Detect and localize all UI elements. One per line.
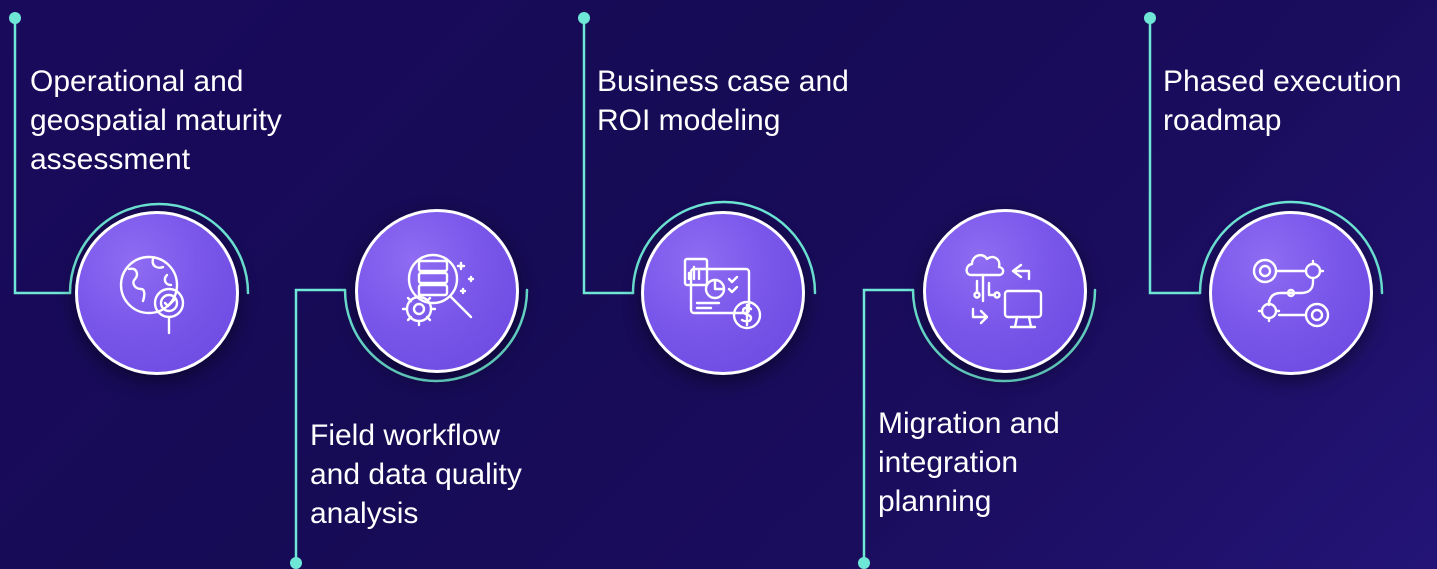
step-3-node — [641, 211, 805, 375]
arc-step-5 — [1198, 200, 1384, 295]
step-2-label: Field workflow and data quality analysis — [310, 419, 522, 530]
arc-step-1 — [68, 202, 250, 295]
step-1-node — [75, 211, 239, 375]
dot-step-3 — [578, 12, 590, 24]
dot-step-4 — [858, 557, 870, 569]
arc-step-4 — [911, 288, 1097, 383]
globe-search-icon — [119, 255, 185, 335]
dot-step-2 — [290, 557, 302, 569]
connector-step-1 — [13, 16, 72, 295]
cloud-migration-icon — [965, 253, 1043, 329]
step-3-label: Business case and ROI modeling — [597, 65, 849, 137]
arc-step-3 — [631, 200, 817, 295]
data-analysis-icon — [401, 253, 475, 327]
step-4-node — [923, 209, 1087, 373]
step-5-label: Phased execution roadmap — [1163, 65, 1402, 137]
step-4-label: Migration and integration planning — [878, 407, 1060, 518]
arc-step-2 — [343, 288, 529, 383]
dot-step-1 — [9, 12, 21, 24]
connector-step-2 — [294, 288, 347, 565]
roadmap-icon — [1252, 258, 1330, 328]
connector-step-3 — [582, 16, 635, 295]
business-roi-icon — [683, 257, 762, 330]
dot-step-5 — [1144, 12, 1156, 24]
connector-step-4 — [862, 288, 915, 565]
step-1-label: Operational and geospatial maturity asse… — [30, 65, 282, 176]
step-2-node — [355, 209, 519, 373]
connector-step-5 — [1148, 16, 1202, 295]
step-5-node — [1209, 211, 1373, 375]
